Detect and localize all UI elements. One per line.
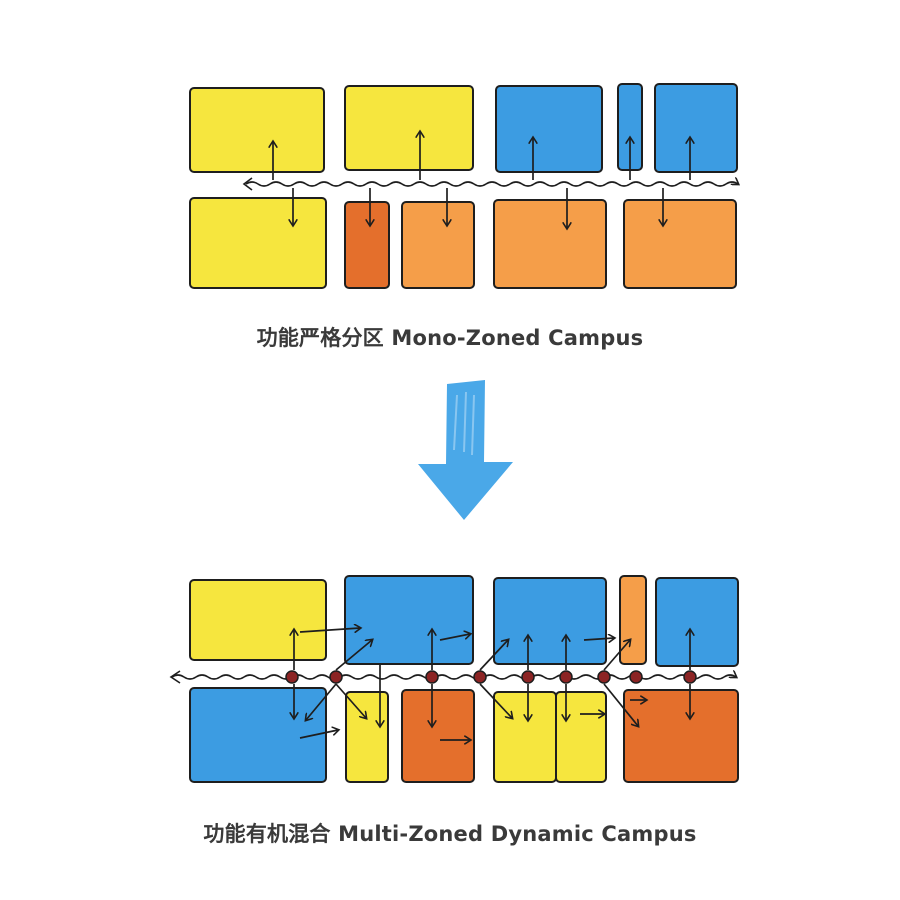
node-marker <box>473 670 487 684</box>
mono-zoned-caption: 功能严格分区 Mono-Zoned Campus <box>256 326 644 350</box>
multi-zoned-diagram <box>169 575 739 783</box>
zone-block <box>345 691 389 783</box>
mono-zoned-diagram <box>189 83 738 289</box>
access-arrow <box>603 640 630 671</box>
access-arrow <box>335 683 366 718</box>
zone-block <box>344 201 390 289</box>
node-marker <box>285 670 299 684</box>
zone-block <box>344 575 474 665</box>
node-marker <box>597 670 611 684</box>
node-marker <box>683 670 697 684</box>
zone-block <box>189 87 325 173</box>
access-arrow <box>479 640 508 671</box>
zone-block <box>495 85 603 173</box>
zone-block <box>493 577 607 665</box>
zone-block <box>493 691 557 783</box>
zone-block <box>189 579 327 661</box>
zone-block <box>344 85 474 171</box>
zone-block <box>493 199 607 289</box>
access-arrow <box>583 638 614 640</box>
zone-block <box>654 83 738 173</box>
node-marker <box>521 670 535 684</box>
zone-blocks <box>189 83 738 289</box>
access-arrows <box>273 132 690 228</box>
zone-block <box>189 197 327 289</box>
access-arrows <box>294 628 690 740</box>
node-marker <box>329 670 343 684</box>
circulation-spine <box>171 675 736 680</box>
zone-block <box>555 691 607 783</box>
circulation-spine <box>245 182 738 187</box>
circulation-nodes <box>285 670 697 684</box>
access-arrow <box>479 683 512 718</box>
spine-arrowhead-left <box>242 177 253 191</box>
access-arrow <box>299 628 360 632</box>
zone-blocks <box>189 575 739 783</box>
zone-block <box>655 577 739 667</box>
node-marker <box>559 670 573 684</box>
spine-arrowhead-left <box>169 670 181 684</box>
access-arrow <box>306 683 337 720</box>
zone-block <box>189 687 327 783</box>
zone-block <box>619 575 647 665</box>
access-arrow <box>335 640 372 671</box>
zone-block <box>623 689 739 783</box>
down-arrow-icon <box>418 380 513 520</box>
access-arrow <box>299 730 338 739</box>
multi-zoned-caption: 功能有机混合 Multi-Zoned Dynamic Campus <box>203 822 697 846</box>
zone-block <box>401 689 475 783</box>
node-marker <box>629 670 643 684</box>
access-arrow <box>603 683 638 726</box>
zone-block <box>401 201 475 289</box>
node-marker <box>425 670 439 684</box>
zone-block <box>623 199 737 289</box>
access-arrow <box>439 634 470 641</box>
